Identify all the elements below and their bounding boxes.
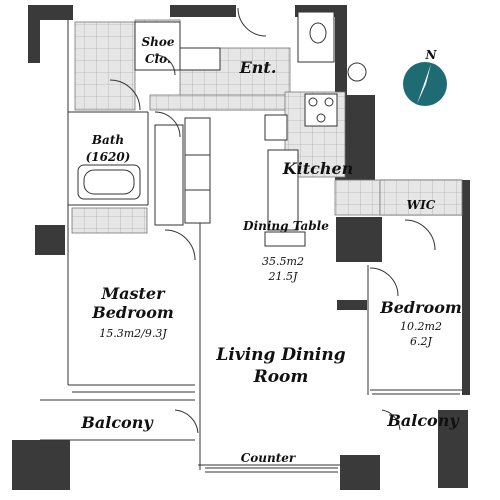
wic-label: WIC [407,198,436,212]
master-closet [71,207,148,234]
windows [72,391,460,473]
door-swings [109,7,436,434]
shoe-closet [134,21,181,71]
compass-letter: N [425,48,438,62]
bath-label-1: Bath [91,133,124,147]
bath-label-2: (1620) [86,150,131,164]
master-bedroom-label-2: Bedroom [91,303,174,322]
shoe-closet-label-2: Clo. [145,52,171,66]
kitchen-label: Kitchen [282,159,354,178]
shoe-closet-shelf [179,47,221,71]
living-dining-label-1: Living Dining [215,345,345,365]
living-dining-label-2: Room [253,367,309,387]
counter-label: Counter [241,451,297,465]
dining-table-label: Dining Table [242,219,329,233]
kitchen-island [267,149,299,231]
exterior-walls [12,5,470,490]
north-arrow-icon: N [403,48,447,106]
dining-table-end [264,231,306,247]
living-area: 35.5m2 [262,255,304,268]
master-bedroom-size: 15.3m2/9.3J [99,327,167,340]
bedroom-tatami: 6.2J [410,335,432,348]
bedroom-area: 10.2m2 [400,320,442,333]
stove [304,93,338,127]
master-bedroom-label-1: Master [100,284,166,303]
balcony-left-label: Balcony [80,413,154,432]
bathtub [77,164,141,200]
kitchen-counter-small [264,114,288,141]
balcony-right-label: Balcony [386,411,460,430]
shoe-closet-label-1: Shoe [141,35,174,49]
living-tatami: 21.5J [268,270,298,283]
entrance-label: Ent. [239,58,277,77]
storage-cabinets [154,117,211,226]
toilet [297,11,367,82]
bedroom-label: Bedroom [379,298,462,317]
